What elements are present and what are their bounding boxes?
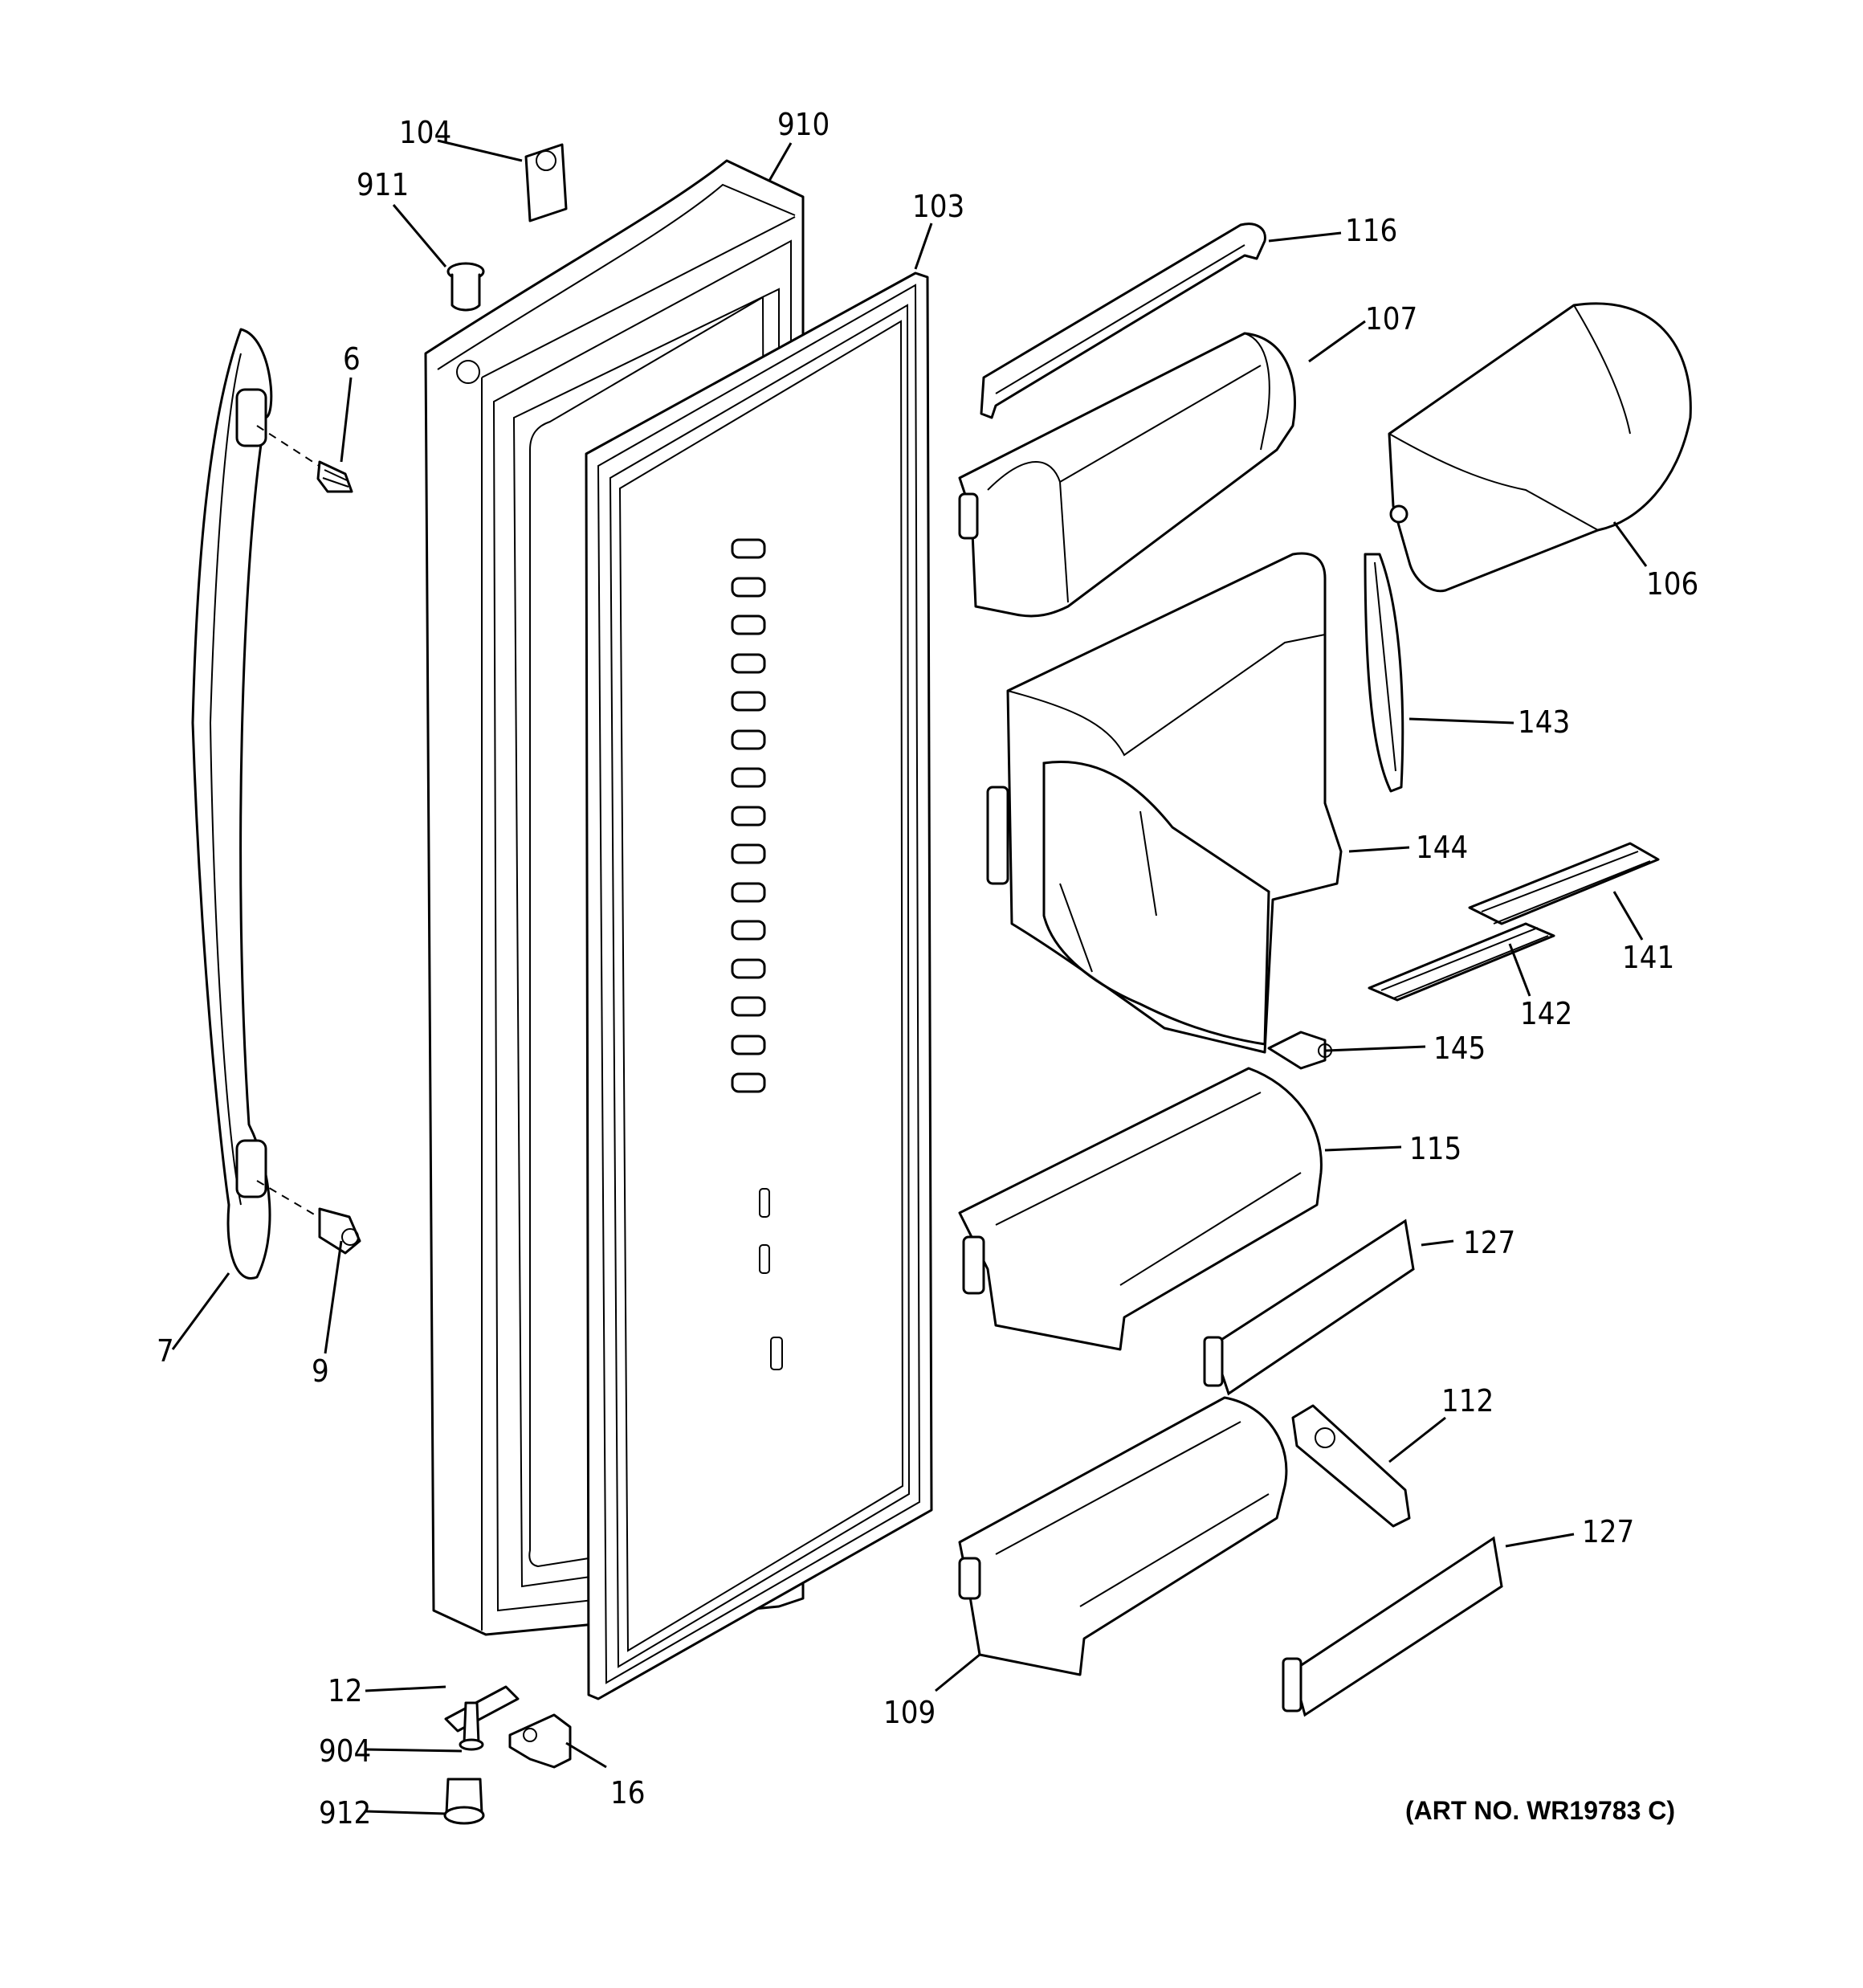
part-labels: 104 910 911 103 116 107 106 6 143 144 14… [157,107,1698,1831]
door-bin-lower [958,1396,1288,1676]
screw-904 [459,1701,484,1751]
hinge-cap-top [446,262,485,312]
label-116: 116 [1345,213,1397,248]
bin-end-cap [1291,1404,1411,1528]
label-127-lower: 127 [1582,1514,1634,1549]
label-141: 141 [1622,940,1674,975]
label-9: 9 [312,1353,329,1389]
dispenser-cover [1388,302,1692,593]
label-910: 910 [777,107,830,142]
door-shelf-clips [731,538,783,1370]
label-904: 904 [319,1733,371,1769]
label-911: 911 [357,167,409,202]
label-127-upper: 127 [1463,1225,1515,1260]
ice-tray-141 [1468,842,1660,925]
label-144: 144 [1416,830,1468,865]
door-gasket [585,271,933,1700]
label-103: 103 [912,189,964,224]
label-7: 7 [157,1333,174,1369]
label-16: 16 [610,1775,646,1810]
handle-screw-lower [318,1207,361,1255]
label-112: 112 [1441,1383,1494,1419]
bin-front-upper [1203,1219,1415,1396]
label-107: 107 [1365,301,1417,337]
leader-lines [171,139,1648,1815]
label-109: 109 [883,1695,936,1730]
label-912: 912 [319,1795,371,1831]
hinge-cap-bottom [443,1778,485,1825]
dispenser-divider [1364,553,1404,793]
hinge-bracket [508,1713,572,1769]
label-12: 12 [328,1673,363,1708]
bin-rail [980,222,1266,419]
door-handle [191,328,326,1280]
label-143: 143 [1518,704,1570,740]
label-6: 6 [343,341,361,377]
badge-label [524,143,568,222]
bin-front-lower [1282,1536,1503,1717]
label-106: 106 [1646,566,1698,602]
door-bin-middle [958,1067,1323,1351]
door-bin-upper [958,332,1296,618]
ice-tray-142 [1368,922,1555,1002]
label-145: 145 [1433,1031,1486,1066]
handle-screw-upper [316,460,353,493]
art-number: (ART NO. WR19783 C) [1405,1796,1675,1825]
dispenser-housing [986,552,1343,1054]
hinge-shim [444,1685,520,1733]
dispenser-light [1267,1031,1332,1070]
label-115: 115 [1409,1131,1461,1166]
label-142: 142 [1520,996,1572,1031]
label-104: 104 [399,115,451,150]
